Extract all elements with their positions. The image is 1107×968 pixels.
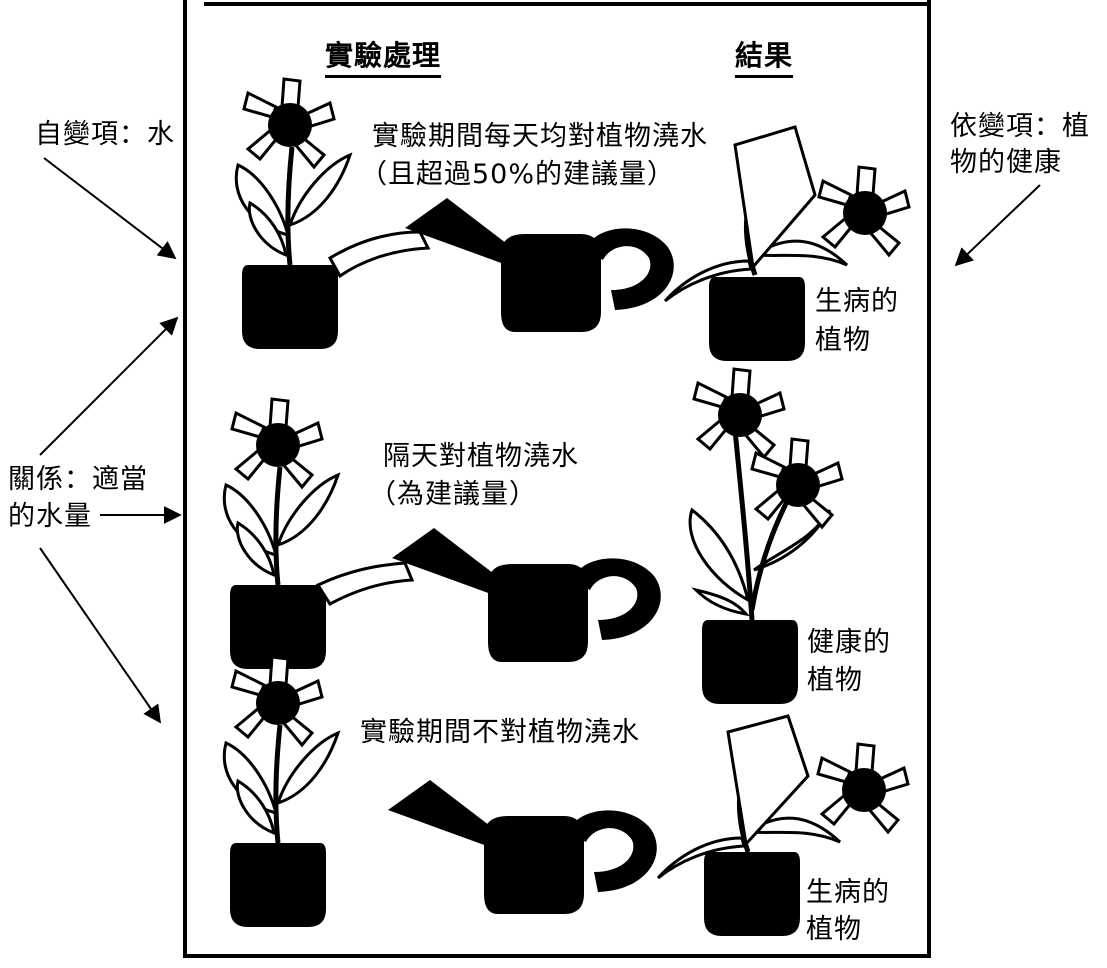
row3-wilted-plant — [656, 714, 910, 880]
frame-top-border — [204, 2, 928, 6]
row2-watering-can-icon — [392, 528, 661, 662]
arrow-relation-to-row1 — [39, 316, 179, 456]
row1-pot — [242, 265, 338, 349]
row2-treatment-line1: 隔天對植物澆水 — [383, 441, 579, 472]
arrow-independent-to-row1 — [43, 157, 177, 260]
row1-plant — [236, 79, 350, 265]
row3-treatment-line1: 實驗期間不對植物澆水 — [360, 717, 640, 748]
row1-watering-can-icon — [405, 198, 674, 332]
row1-treatment-line1: 實驗期間每天均對植物澆水 — [372, 121, 708, 152]
row3-plant — [224, 657, 338, 843]
row1-result-line1: 生病的 — [815, 286, 899, 317]
row3-pot — [230, 843, 326, 927]
experiment-frame — [183, 0, 931, 958]
label-relation-line2: 的水量 — [8, 501, 92, 532]
row2-result-line2: 植物 — [807, 665, 863, 696]
row1-wilted-plant — [663, 125, 911, 303]
row2-plant — [224, 399, 338, 585]
row2-result-line1: 健康的 — [807, 627, 891, 658]
label-dependent-line2: 物的健康 — [950, 147, 1062, 178]
row1-water-stream — [327, 230, 431, 279]
row3-result-line1: 生病的 — [806, 877, 890, 908]
header-result: 結果 — [735, 38, 794, 78]
arrow-dependent-to-result — [954, 184, 1041, 267]
row2-water-stream — [315, 561, 415, 606]
arrow-relation-to-row3 — [39, 547, 162, 724]
header-treatment: 實驗處理 — [325, 38, 442, 78]
row2-treatment-line2: （為建議量） — [369, 479, 537, 510]
row3-result-pot — [704, 852, 800, 936]
row3-result-line2: 植物 — [806, 914, 862, 945]
row3-watering-can-icon — [388, 780, 657, 914]
row1-treatment-line2: （且超過50%的建議量） — [360, 159, 676, 190]
row1-result-line2: 植物 — [815, 325, 871, 356]
label-independent-variable: 自變項：水 — [35, 119, 175, 150]
row1-result-pot — [709, 277, 805, 361]
label-dependent-line1: 依變項：植 — [950, 111, 1090, 142]
row2-healthy-plant — [688, 367, 844, 621]
label-relation-line1: 關係：適當 — [8, 464, 148, 495]
row2-result-pot — [702, 620, 798, 704]
